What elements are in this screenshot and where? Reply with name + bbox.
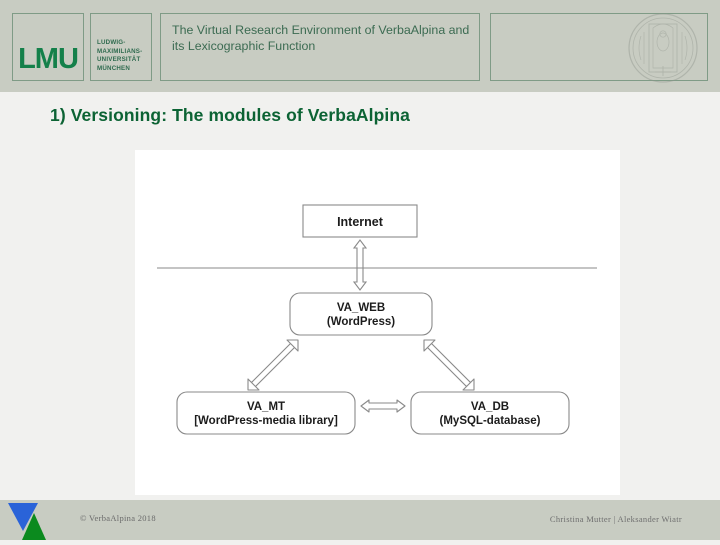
footer-copyright: © VerbaAlpina 2018 bbox=[80, 513, 156, 523]
node-internet-shape bbox=[302, 204, 418, 238]
node-internet-label: Internet bbox=[337, 215, 384, 229]
presentation-title: The Virtual Research Environment of Verb… bbox=[172, 23, 470, 54]
connector-vamt-vadb bbox=[360, 399, 406, 413]
connector-vaweb-vamt bbox=[247, 339, 299, 391]
node-vadb-sublabel: (MySQL-database) bbox=[440, 415, 541, 427]
verbaalpina-triangles-logo bbox=[8, 501, 54, 540]
connector-internet-vaweb bbox=[352, 239, 368, 291]
node-vamt-label: VA_MT bbox=[247, 401, 285, 413]
footer-authors: Christina Mutter | Aleksander Wiatr bbox=[549, 514, 682, 524]
node-vaweb-label: VA_WEB bbox=[337, 302, 385, 314]
lmu-logo-box: LMU bbox=[12, 13, 84, 81]
node-vaweb-sublabel: (WordPress) bbox=[327, 316, 395, 328]
node-vamt-shape bbox=[176, 391, 356, 435]
presentation-title-box: The Virtual Research Environment of Verb… bbox=[160, 13, 480, 81]
university-seal-box bbox=[490, 12, 708, 84]
architecture-diagram: Internet VA_WEB (WordPress) VA_MT [WordP… bbox=[157, 204, 597, 435]
connector-vaweb-vadb bbox=[423, 339, 475, 391]
university-seal-icon bbox=[627, 12, 699, 84]
slide-heading: 1) Versioning: The modules of VerbaAlpin… bbox=[50, 105, 410, 125]
node-vadb-label: VA_DB bbox=[471, 401, 509, 413]
node-vaweb-shape bbox=[289, 292, 433, 336]
node-vadb-shape bbox=[410, 391, 570, 435]
diagram-panel: Internet VA_WEB (WordPress) VA_MT [WordP… bbox=[135, 150, 620, 495]
node-vamt-sublabel: [WordPress-media library] bbox=[194, 415, 338, 427]
footer-band bbox=[0, 500, 720, 540]
lmu-wordmark: LMU bbox=[18, 43, 79, 75]
